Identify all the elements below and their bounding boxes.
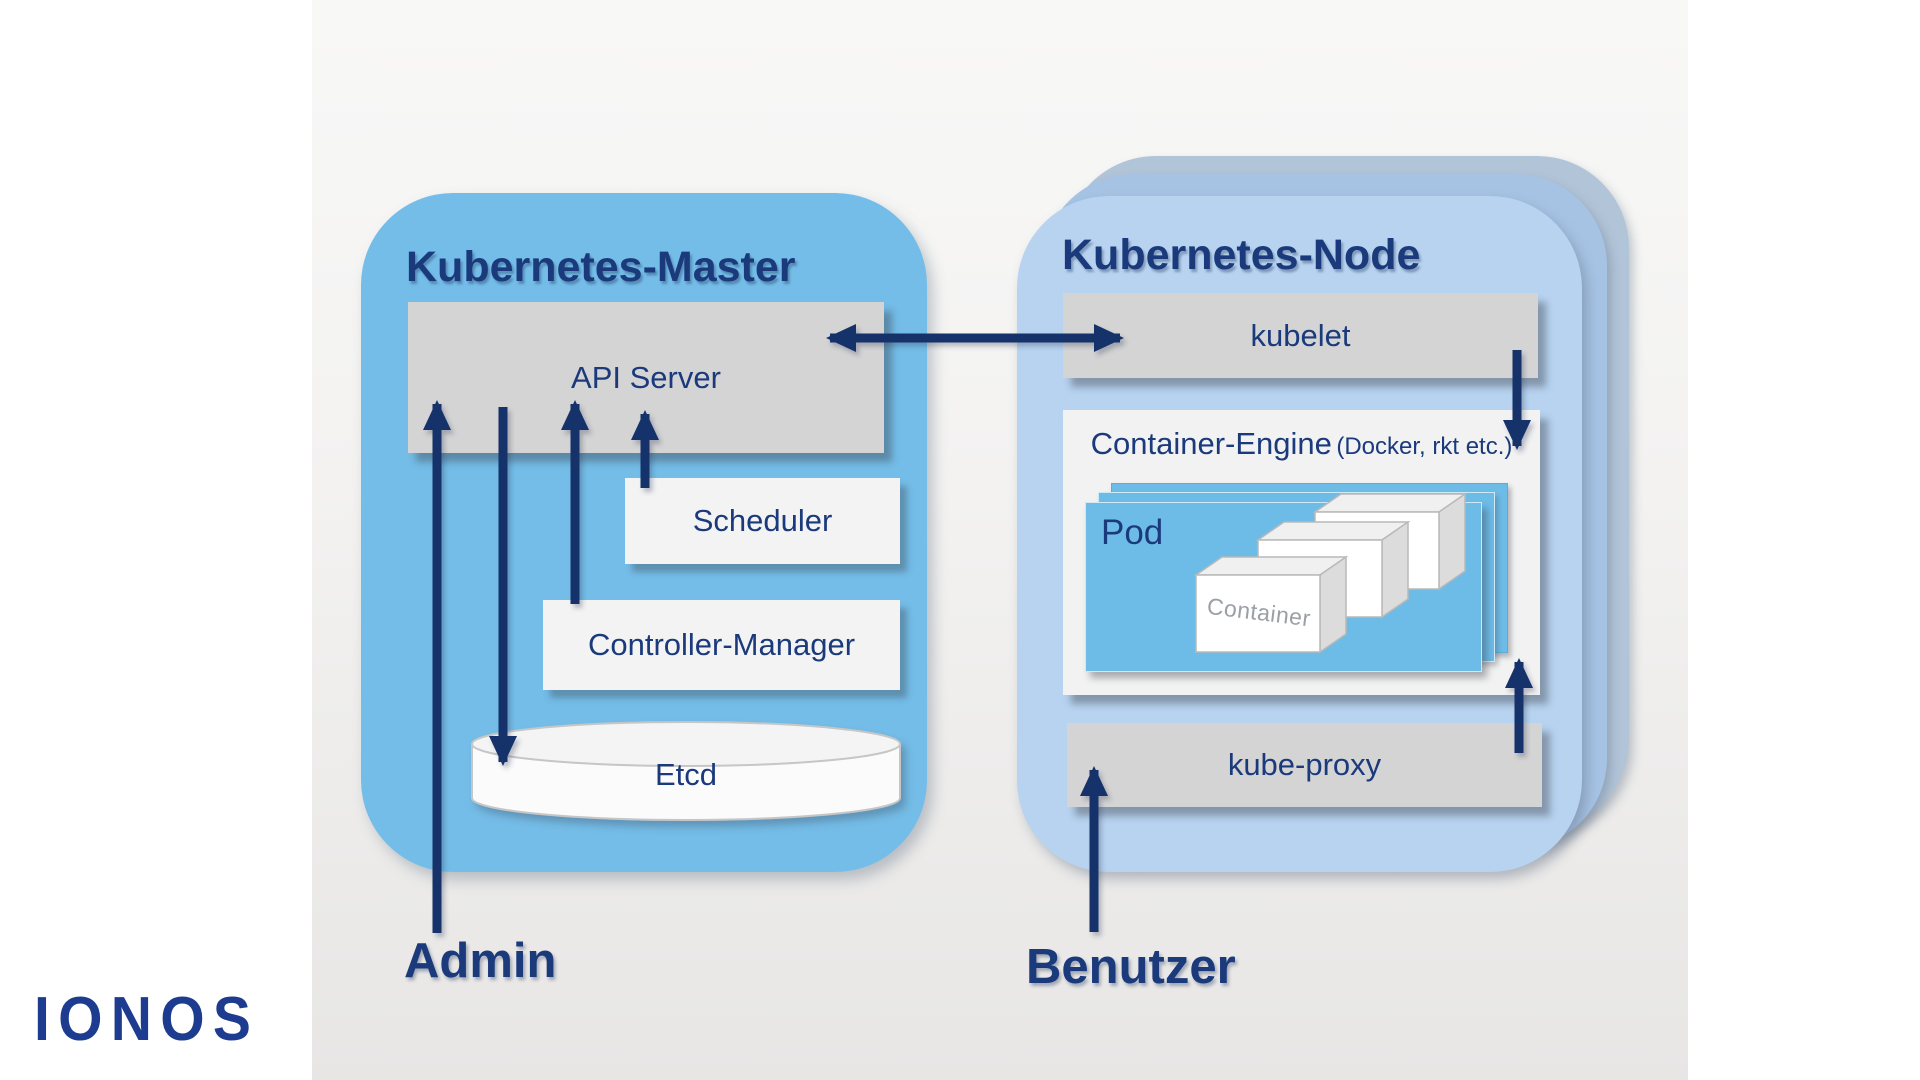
kubelet-label: kubelet [1250, 317, 1351, 353]
container-engine-label: Container-Engine [1090, 426, 1332, 461]
user-label: Benutzer [1026, 940, 1236, 994]
controller-manager-box: Controller-Manager [543, 600, 900, 690]
master-panel-title: Kubernetes-Master [406, 243, 796, 291]
scheduler-box: Scheduler [625, 478, 900, 564]
kube-proxy-label: kube-proxy [1227, 747, 1382, 782]
node-panel-title: Kubernetes-Node [1062, 231, 1421, 279]
api-server-label: API Server [571, 359, 721, 395]
pod-label: Pod [1101, 513, 1164, 552]
etcd-label: Etcd [654, 757, 718, 792]
container-boxes-icon: Container [1195, 493, 1466, 653]
kubelet-box: kubelet [1063, 293, 1538, 378]
controller-manager-label: Controller-Manager [587, 627, 856, 662]
scheduler-label: Scheduler [692, 503, 833, 538]
kube-proxy-box: kube-proxy [1067, 723, 1542, 807]
ionos-logo: IONOS [34, 985, 260, 1054]
admin-label: Admin [404, 934, 557, 988]
api-server-box: API Server [408, 302, 884, 453]
container-engine-note: (Docker, rkt etc.) [1336, 433, 1513, 460]
container-engine-title: Container-Engine (Docker, rkt etc.) [1063, 426, 1540, 462]
